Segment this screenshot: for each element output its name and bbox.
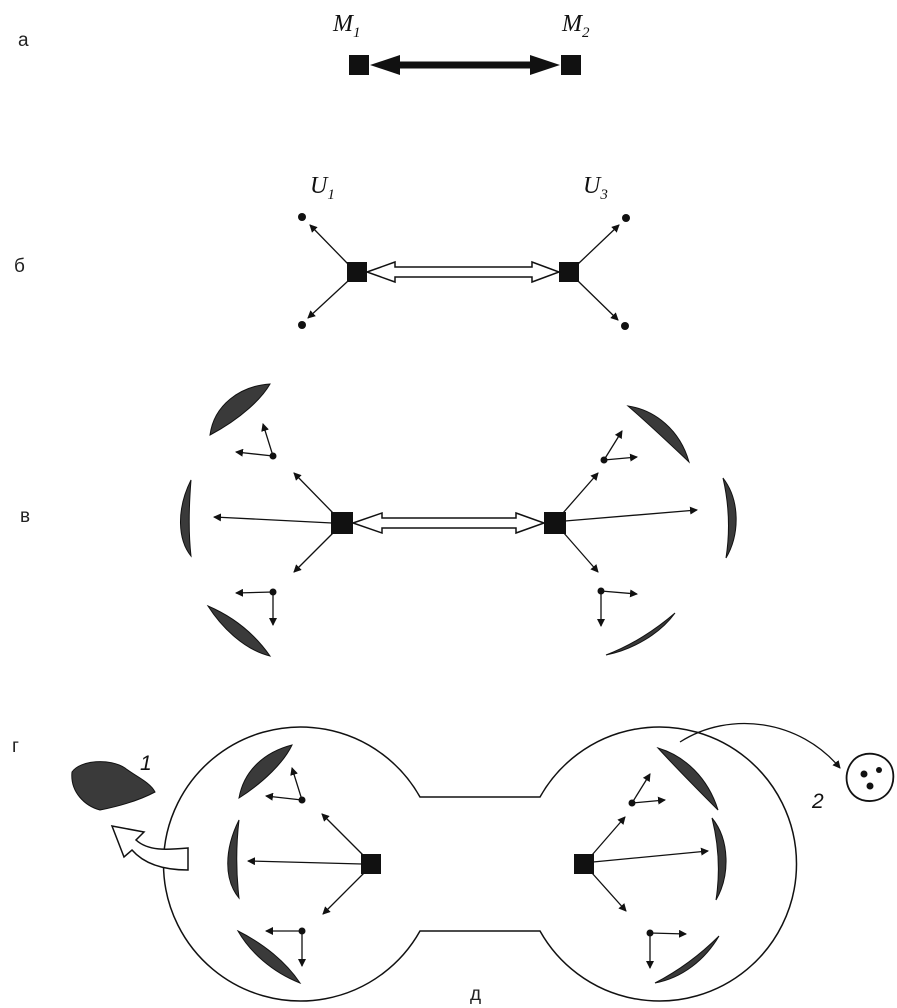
- label-2: 2: [811, 790, 824, 813]
- arrow-g-right-down: [591, 872, 627, 912]
- crescent-g-ml: [227, 819, 240, 900]
- panel-a-label: а: [18, 30, 29, 51]
- label-u3: U3: [583, 173, 608, 203]
- arrow-g1b: [290, 767, 303, 801]
- crescent-g-bl: [236, 929, 302, 985]
- arrow-v-left-up: [293, 472, 335, 515]
- node-v-right: [544, 512, 566, 534]
- panel-b-label: б: [14, 256, 25, 277]
- arrow-v1b: [261, 423, 274, 457]
- arrow-g-right-mid: [592, 847, 709, 863]
- arrow-g-left-down: [322, 872, 365, 915]
- double-arrow-solid: [370, 55, 560, 75]
- crescent-v-ml: [180, 479, 192, 558]
- object-2-dot-2: [876, 767, 882, 773]
- curved-hollow-arrow: [110, 825, 189, 871]
- arrow-v-left-mid: [213, 513, 333, 524]
- arrow-v3b: [603, 430, 623, 461]
- arrow-v-right-up: [562, 472, 599, 514]
- panel-a: а M1 M2: [18, 11, 590, 75]
- double-arrow-hollow-v: [350, 511, 547, 535]
- dot-b1: [298, 213, 306, 221]
- arrow-g4a: [649, 929, 687, 938]
- crescent-v-br: [605, 612, 676, 656]
- arrow-g-left-mid: [247, 857, 363, 866]
- arrow-g3a: [631, 796, 666, 805]
- crescent-v-tr: [626, 405, 690, 464]
- arrow-b4: [577, 280, 619, 321]
- dot-b4: [621, 322, 629, 330]
- crescent-g-tl: [238, 744, 293, 800]
- crescent-g-mr: [711, 817, 727, 901]
- arrow-v-left-down: [293, 531, 335, 573]
- node-g-right: [574, 854, 594, 874]
- arrow-g3b: [631, 773, 651, 804]
- arrow-v1a: [235, 448, 274, 457]
- dot-b3: [622, 214, 630, 222]
- panel-b: б U1 U3: [14, 173, 630, 330]
- arrow-g-left-up: [321, 813, 365, 857]
- crescent-g-br: [654, 935, 720, 984]
- arrow-v2a: [235, 588, 274, 597]
- crescent-g-tr: [656, 747, 719, 811]
- crescent-v-mr: [722, 477, 737, 559]
- panel-v: в: [20, 383, 737, 657]
- arrow-v-right-down: [562, 531, 599, 573]
- node-b-right: [559, 262, 579, 282]
- node-v-left: [331, 512, 353, 534]
- object-2: [845, 752, 895, 802]
- dot-b2: [298, 321, 306, 329]
- label-m2: M2: [561, 11, 590, 41]
- arrow-b1: [309, 224, 349, 265]
- expelled-blob-1: [71, 761, 156, 811]
- cell-outline: [162, 726, 798, 1002]
- arrow-g-right-up: [591, 816, 626, 856]
- crescent-v-tl: [209, 383, 271, 436]
- panel-g-label: г: [12, 736, 19, 757]
- node-b-left: [347, 262, 367, 282]
- node-m2: [561, 55, 581, 75]
- panel-v-label: в: [20, 506, 30, 527]
- label-1: 1: [140, 752, 152, 775]
- object-2-dot-1: [860, 770, 868, 778]
- panel-d-label: д: [470, 984, 481, 1005]
- arrow-v4a: [600, 589, 638, 598]
- arrow-g1a: [265, 792, 303, 801]
- double-arrow-hollow-b: [364, 260, 562, 284]
- arrow-v3a: [603, 453, 638, 462]
- label-u1: U1: [310, 173, 335, 203]
- node-m1: [349, 55, 369, 75]
- arrow-v-right-mid: [564, 506, 698, 522]
- arc-arrow-to-2: [679, 722, 841, 769]
- crescent-v-bl: [206, 604, 272, 657]
- arrow-b3: [577, 224, 620, 265]
- object-2-dot-3: [866, 782, 874, 790]
- panel-g: г 1: [12, 722, 895, 1005]
- node-g-left: [361, 854, 381, 874]
- label-m1: M1: [332, 11, 361, 41]
- arrow-b2: [307, 280, 349, 319]
